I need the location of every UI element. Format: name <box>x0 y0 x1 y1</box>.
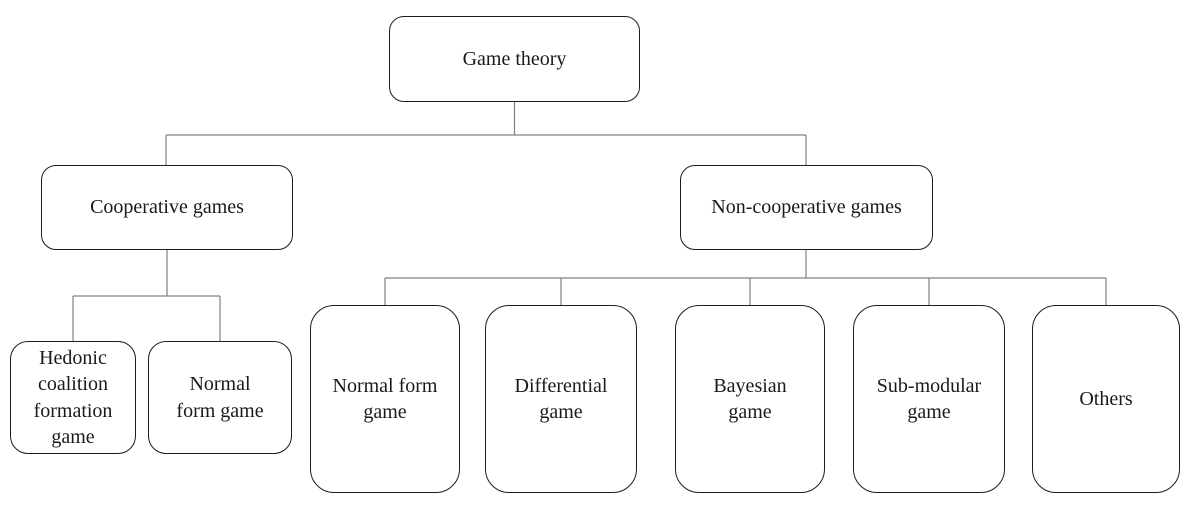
node-others: Others <box>1032 305 1180 493</box>
node-game-theory: Game theory <box>389 16 640 102</box>
node-normal-form-game: Normal form game <box>310 305 460 493</box>
node-normal-form-game-cooperative: Normal form game <box>148 341 292 454</box>
connector-group <box>72 102 1107 342</box>
node-bayesian-game: Bayesian game <box>675 305 825 493</box>
node-differential-game: Differential game <box>485 305 637 493</box>
node-hedonic-coalition-formation-game: Hedonic coalition formation game <box>10 341 136 454</box>
node-sub-modular-game: Sub-modular game <box>853 305 1005 493</box>
node-cooperative-games: Cooperative games <box>41 165 293 250</box>
node-non-cooperative-games: Non-cooperative games <box>680 165 933 250</box>
